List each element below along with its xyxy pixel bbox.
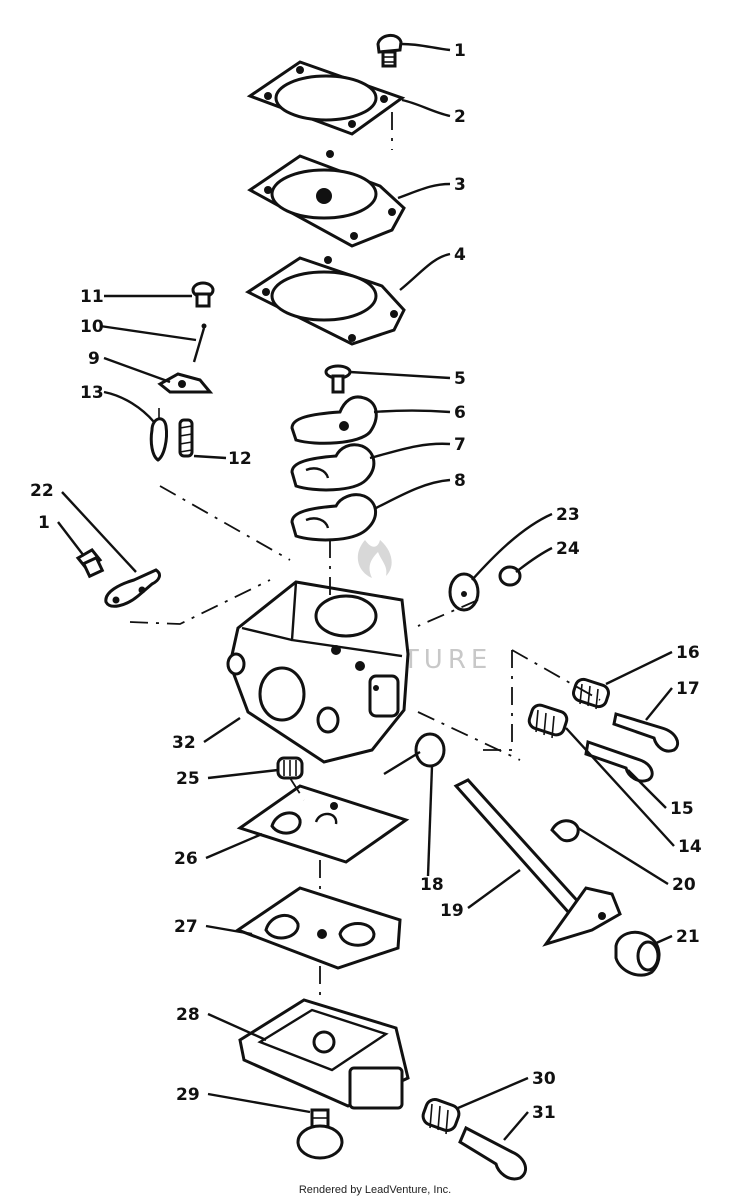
callout-14: 14 [678,837,702,857]
part-screw-11 [191,281,215,308]
callout-15: 15 [670,799,694,819]
part-screen-25 [276,756,304,780]
part-pin-10 [192,323,207,363]
part-diaphragm-3 [247,150,406,248]
part-cap-21 [614,930,661,977]
callout-16: 16 [676,643,700,663]
part-spring-14 [527,703,569,739]
part-clip-20 [550,819,580,843]
callout-7: 7 [454,435,466,455]
callout-10: 10 [80,317,104,337]
callout-23: 23 [556,505,580,525]
part-gasket-23 [448,572,480,612]
callout-11: 11 [80,287,104,307]
assembly-lines [129,112,601,1000]
callout-13: 13 [80,383,104,403]
part-needle-15 [584,740,654,783]
part-spring-18 [383,732,446,776]
callout-20: 20 [672,875,696,895]
part-diaphragm-26 [236,784,410,864]
callout-30: 30 [532,1069,556,1089]
leader-lines [57,42,675,1141]
part-needle-17 [612,712,679,753]
part-cover-28 [238,998,410,1110]
callout-19: 19 [440,901,464,921]
callout-labels: 1 2 3 4 5 6 7 8 9 10 11 12 13 22 1 23 24… [30,41,702,1123]
part-spring-12 [178,418,194,458]
callout-3: 3 [454,175,466,195]
part-lever-8 [290,493,377,542]
callout-1-left: 1 [38,513,50,533]
part-spring-16 [572,677,610,710]
callout-25: 25 [176,769,200,789]
callout-6: 6 [454,403,466,423]
callout-18: 18 [420,875,444,895]
part-spring-30 [421,1098,461,1135]
callout-12: 12 [228,449,252,469]
callout-29: 29 [176,1085,200,1105]
callout-1: 1 [454,41,466,61]
part-screw-5 [324,364,352,394]
callout-21: 21 [676,927,700,947]
callout-17: 17 [676,679,700,699]
callout-31: 31 [532,1103,556,1123]
callout-26: 26 [174,849,198,869]
callout-8: 8 [454,471,466,491]
part-screw-29 [296,1108,344,1160]
part-body-32 [226,580,410,764]
footer-credit: Rendered by LeadVenture, Inc. [299,1184,451,1196]
part-shaft-19 [453,778,622,947]
part-needle-13 [149,408,168,462]
part-gasket-27 [234,886,402,970]
callout-5: 5 [454,369,466,389]
callout-4: 4 [454,245,466,265]
callout-28: 28 [176,1005,200,1025]
callout-2: 2 [454,107,466,127]
part-screw-1 [376,34,403,68]
callout-9: 9 [88,349,100,369]
part-plate-22 [104,568,161,608]
callout-27: 27 [174,917,198,937]
part-gasket-4 [244,256,406,346]
callout-24: 24 [556,539,580,559]
part-screw-1-left [75,548,105,579]
part-lever-9 [157,372,214,394]
part-filter-24 [498,565,522,587]
part-needle-31 [458,1125,528,1181]
part-gasket-2 [246,60,406,136]
callout-32: 32 [172,733,196,753]
callout-22: 22 [30,481,54,501]
part-lever-7 [290,443,376,492]
part-lever-6 [290,395,378,445]
